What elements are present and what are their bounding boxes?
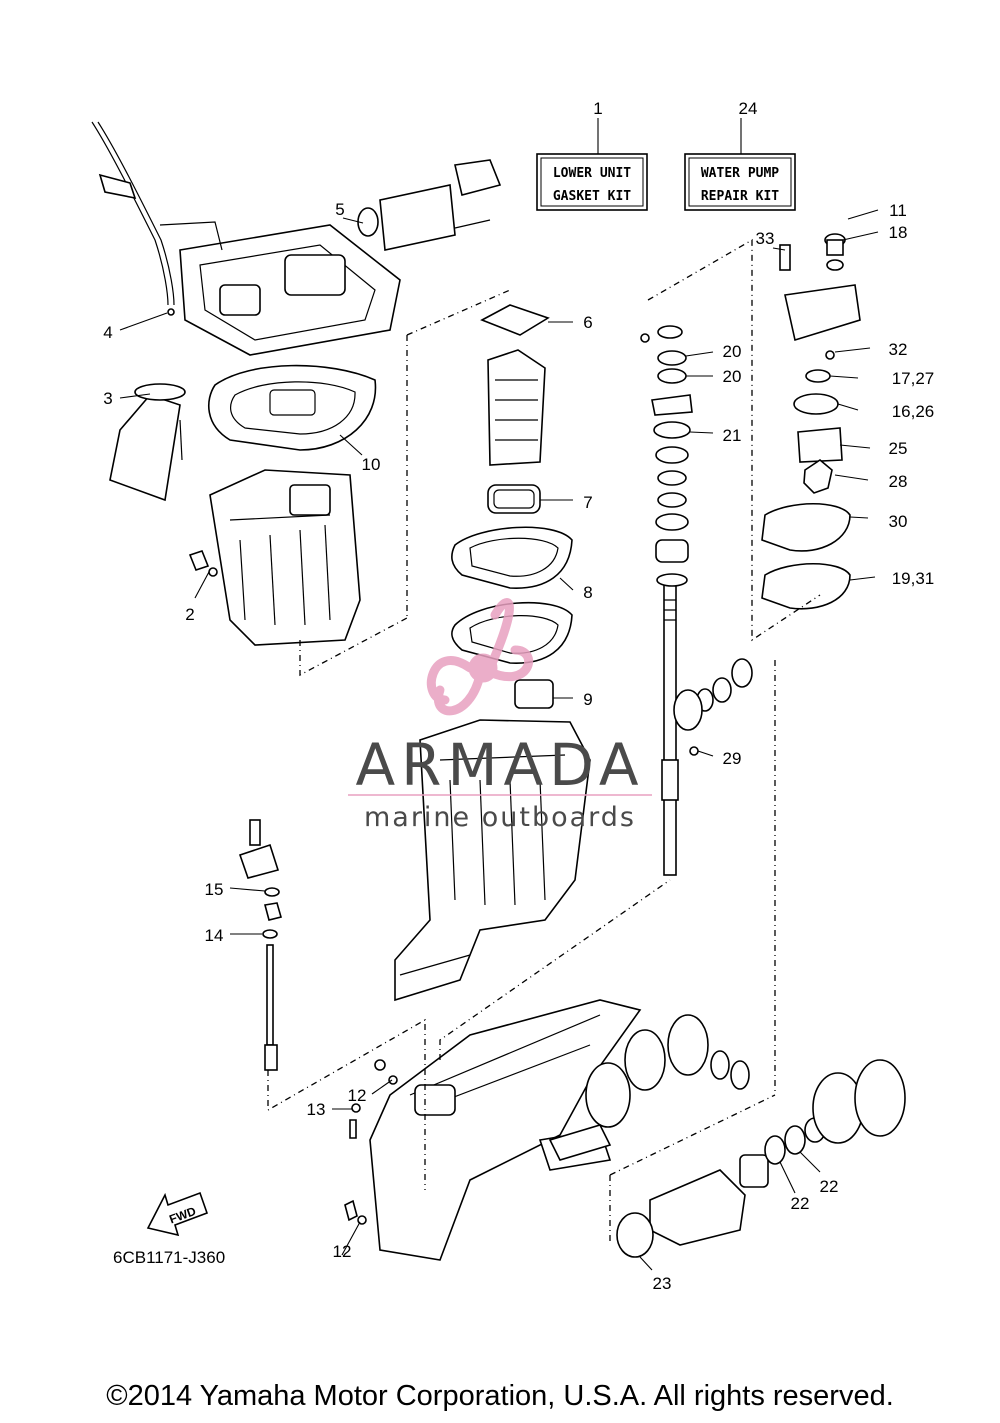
callout: 5 bbox=[335, 200, 344, 219]
watermark-tagline: marine outboards bbox=[364, 802, 636, 833]
callout: 12 bbox=[348, 1086, 367, 1105]
callout: 16,26 bbox=[892, 402, 935, 421]
kit-box-water-pump-repair: 24 WATER PUMP REPAIR KIT bbox=[684, 99, 796, 211]
callout: 20 bbox=[723, 342, 742, 361]
connector bbox=[406, 289, 511, 336]
propeller-logo bbox=[426, 598, 534, 716]
connector bbox=[609, 1094, 776, 1245]
watermark-brand: ARMADA bbox=[355, 731, 644, 799]
kit-line-2: REPAIR KIT bbox=[701, 189, 779, 204]
callout: 17,27 bbox=[892, 369, 935, 388]
copyright-notice: ©2014 Yamaha Motor Corporation, U.S.A. A… bbox=[106, 1380, 894, 1412]
kit-line-2: GASKET KIT bbox=[553, 189, 631, 204]
callout: 19,31 bbox=[892, 569, 935, 588]
shaft-seals bbox=[640, 325, 693, 587]
callout: 10 bbox=[362, 455, 381, 474]
connector bbox=[267, 1018, 426, 1190]
callout-24: 24 bbox=[739, 99, 758, 118]
callout: 32 bbox=[889, 340, 908, 359]
kit-line-1: WATER PUMP bbox=[701, 166, 779, 181]
shift-rod-group bbox=[238, 819, 282, 1071]
callout: 13 bbox=[307, 1100, 326, 1119]
callout: 15 bbox=[205, 880, 224, 899]
water-pump-group bbox=[761, 233, 861, 610]
callout: 12 bbox=[333, 1242, 352, 1261]
gasket-10 bbox=[208, 364, 377, 451]
callout: 7 bbox=[583, 493, 592, 512]
bolts bbox=[344, 1059, 398, 1225]
kit-box-lower-unit-gasket: 1 LOWER UNIT GASKET KIT bbox=[536, 99, 648, 211]
callout: 14 bbox=[205, 926, 224, 945]
center-parts bbox=[451, 304, 573, 709]
exhaust-guide bbox=[188, 469, 361, 646]
connector bbox=[439, 879, 671, 1060]
callout: 3 bbox=[103, 389, 112, 408]
kit-line-1: LOWER UNIT bbox=[553, 166, 631, 181]
callout: 18 bbox=[889, 223, 908, 242]
lower-case-body bbox=[394, 719, 591, 1002]
drive-shaft bbox=[661, 584, 699, 876]
callout: 9 bbox=[583, 690, 592, 709]
armada-watermark: ARMADA marine outboards bbox=[348, 598, 652, 833]
callout: 22 bbox=[820, 1177, 839, 1196]
connector bbox=[647, 238, 821, 642]
drawing-code: 6CB1171-J360 bbox=[113, 1248, 225, 1267]
callout: 4 bbox=[103, 323, 112, 342]
callout: 11 bbox=[889, 201, 907, 220]
callout: 23 bbox=[653, 1274, 672, 1293]
callout: 8 bbox=[583, 583, 592, 602]
callout-1: 1 bbox=[593, 99, 602, 118]
callout: 2 bbox=[185, 605, 194, 624]
upper-casing-group bbox=[91, 121, 502, 502]
fwd-arrow: FWD bbox=[146, 1191, 209, 1237]
callout: 30 bbox=[889, 512, 908, 531]
callout: 29 bbox=[723, 749, 742, 768]
callout: 6 bbox=[583, 313, 592, 332]
connector bbox=[299, 617, 408, 677]
callout: 22 bbox=[791, 1194, 810, 1213]
propeller-shaft-group bbox=[548, 658, 906, 1258]
callout: 20 bbox=[723, 367, 742, 386]
callout-labels: 2 3 4 5 6 7 8 9 10 11 12 12 13 14 15 16,… bbox=[103, 200, 934, 1293]
callout: 21 bbox=[723, 426, 742, 445]
callout: 28 bbox=[889, 472, 908, 491]
callout: 33 bbox=[756, 229, 775, 248]
callout: 25 bbox=[889, 439, 908, 458]
